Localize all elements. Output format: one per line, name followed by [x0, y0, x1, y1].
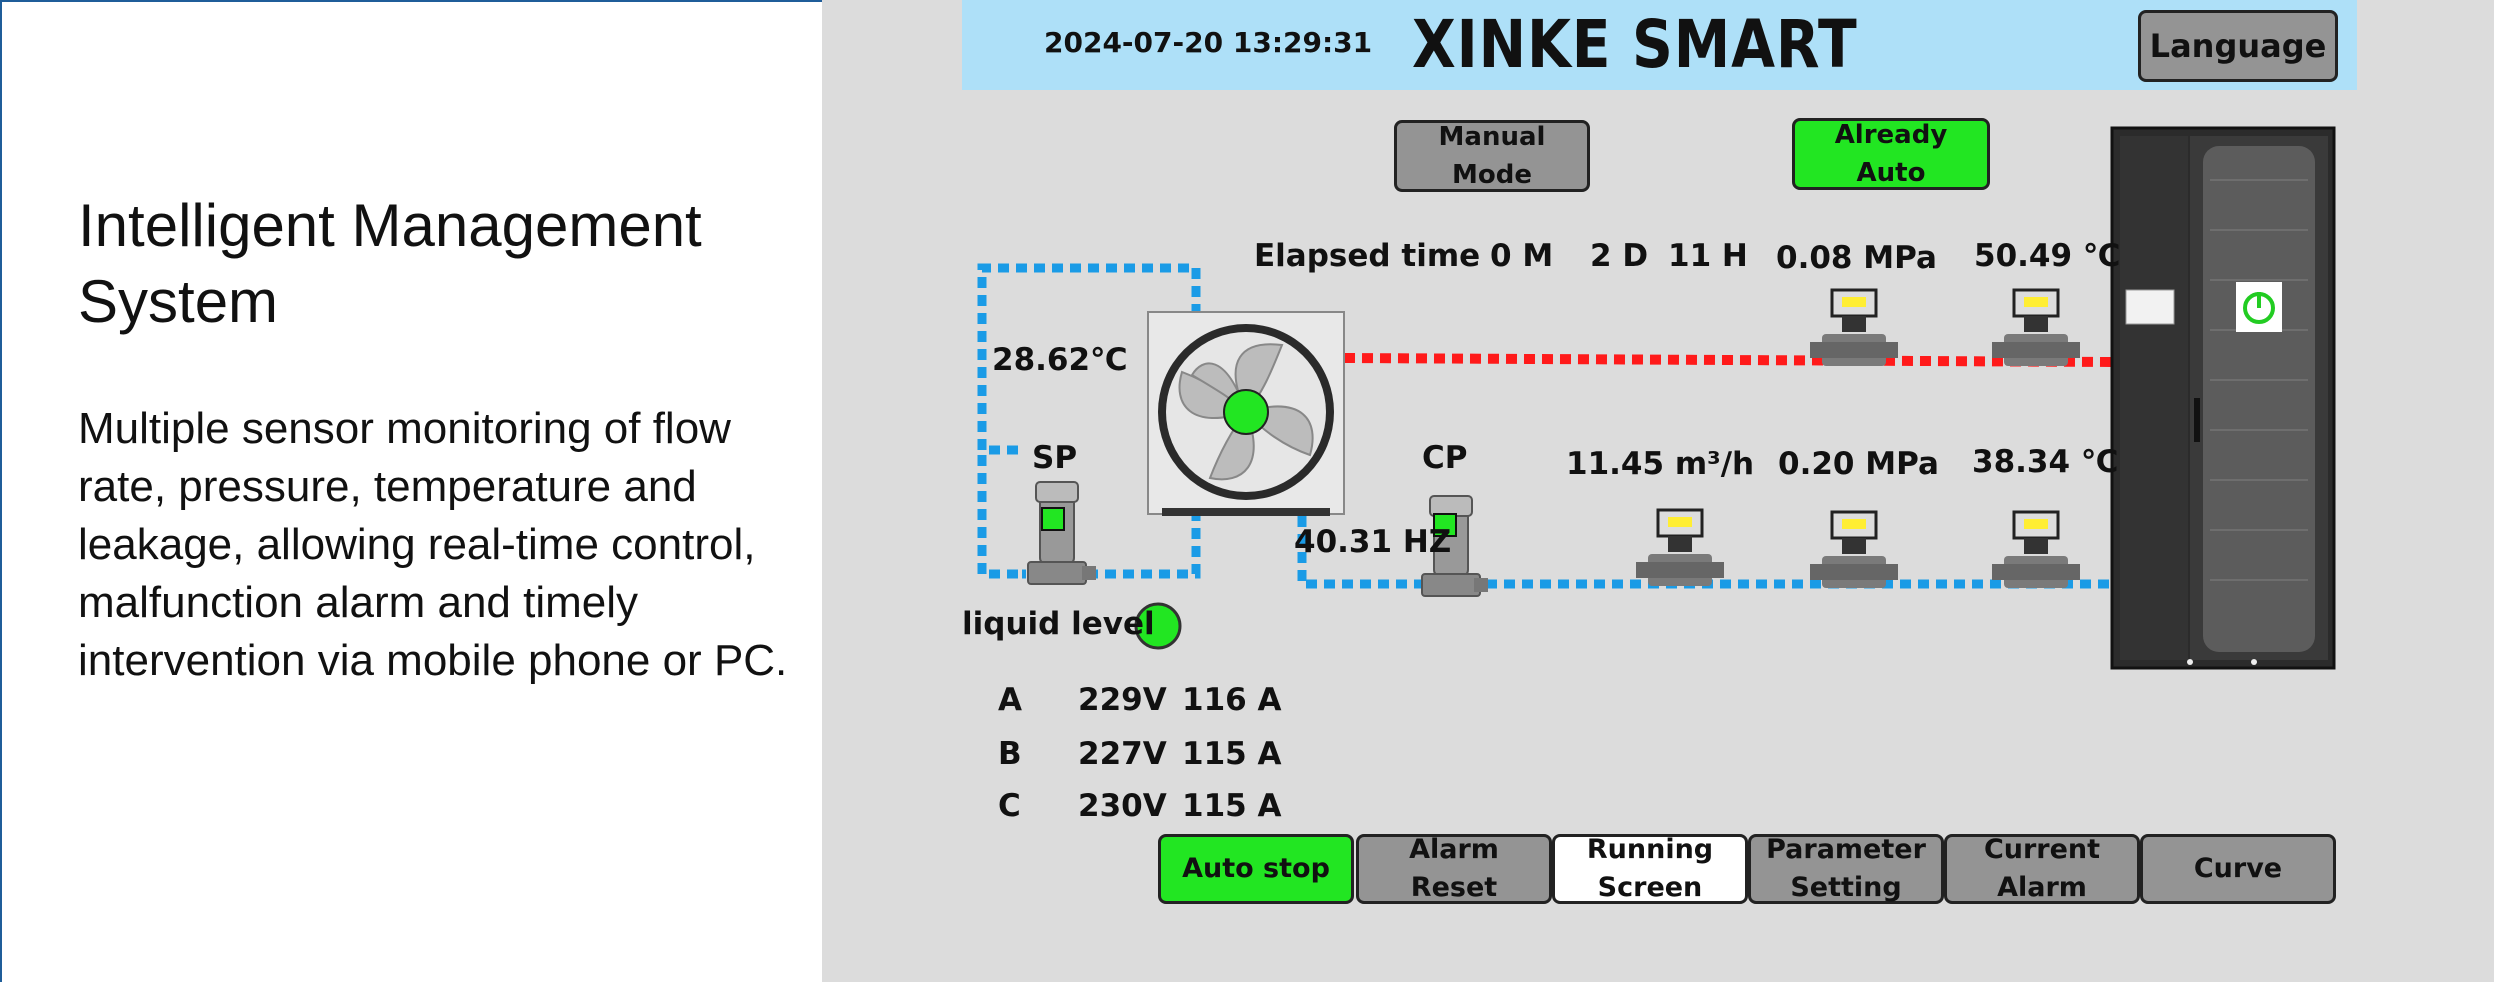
phase-b-label: B — [998, 736, 1022, 772]
brand-title: XINKE SMART — [1412, 6, 1858, 83]
hmi-screen: 2024-07-20 13:29:31 XINKE SMART Language… — [822, 0, 2494, 982]
cold-line-pipe — [1297, 516, 2112, 589]
auto-stop-button[interactable]: Auto stop — [1158, 834, 1354, 904]
cp-label: CP — [1422, 440, 1468, 476]
hot-line-pipe — [1343, 353, 2113, 367]
datetime-display: 2024-07-20 13:29:31 — [1044, 26, 1373, 59]
power-icon — [2236, 282, 2282, 332]
elapsed-hours: 11 H — [1668, 238, 1748, 274]
alarm-reset-button[interactable]: Alarm Reset — [1356, 834, 1552, 904]
panel-description: Multiple sensor monitoring of flow rate,… — [78, 404, 788, 685]
phase-c-label: C — [998, 788, 1021, 824]
description-panel: Intelligent Management System Multiple s… — [0, 0, 822, 982]
pump-icon — [1027, 481, 1096, 585]
parameter-setting-button[interactable]: Parameter Setting — [1748, 834, 1944, 904]
sensor-icon — [1810, 288, 1898, 366]
status-indicator-icon — [1134, 602, 1182, 650]
hot-pressure-value: 0.08 MPa — [1776, 240, 1937, 276]
hot-temperature-value: 50.49 ℃ — [1974, 238, 2121, 274]
sp-loop-pipe-lower — [977, 450, 1018, 579]
pump-icon — [1421, 495, 1488, 597]
running-screen-button[interactable]: Running Screen — [1552, 834, 1748, 904]
cold-temperature-value: 38.34 ℃ — [1972, 444, 2119, 480]
elapsed-time-label: Elapsed time — [1254, 238, 1481, 274]
phase-a-current: 116 A — [1182, 682, 1282, 718]
current-alarm-button[interactable]: Current Alarm — [1944, 834, 2140, 904]
sensor-icon — [1810, 510, 1898, 588]
phase-b-current: 115 A — [1182, 736, 1282, 772]
curve-button[interactable]: Curve — [2140, 834, 2336, 904]
sp-loop-pipe — [977, 263, 1201, 455]
cabinet-icon — [2110, 126, 2336, 670]
elapsed-days: 2 D — [1590, 238, 1649, 274]
language-button[interactable]: Language — [2138, 10, 2338, 82]
sensor-icon — [1992, 510, 2080, 588]
sensor-icon — [1636, 508, 1724, 586]
flow-rate-value: 11.45 m³/h — [1566, 446, 1755, 482]
auto-mode-button[interactable]: Already Auto — [1792, 118, 1990, 190]
cold-pressure-value: 0.20 MPa — [1778, 446, 1939, 482]
fan-icon — [1147, 311, 1345, 516]
phase-b-voltage: 227V — [1078, 736, 1167, 772]
elapsed-months: 0 M — [1490, 238, 1554, 274]
loop-temperature-value: 28.62℃ — [992, 342, 1128, 378]
manual-mode-button[interactable]: Manual Mode — [1394, 120, 1590, 192]
phase-a-voltage: 229V — [1078, 682, 1167, 718]
liquid-level-label: liquid level — [962, 606, 1155, 642]
phase-c-voltage: 230V — [1078, 788, 1167, 824]
header-bar — [962, 0, 2357, 90]
sp-label: SP — [1032, 440, 1078, 476]
process-diagram — [977, 126, 2336, 670]
phase-a-label: A — [998, 682, 1022, 718]
sensor-icon — [1992, 288, 2080, 366]
panel-title: Intelligent Management System — [78, 192, 702, 335]
cp-frequency-value: 40.31 HZ — [1294, 524, 1452, 560]
phase-c-current: 115 A — [1182, 788, 1282, 824]
